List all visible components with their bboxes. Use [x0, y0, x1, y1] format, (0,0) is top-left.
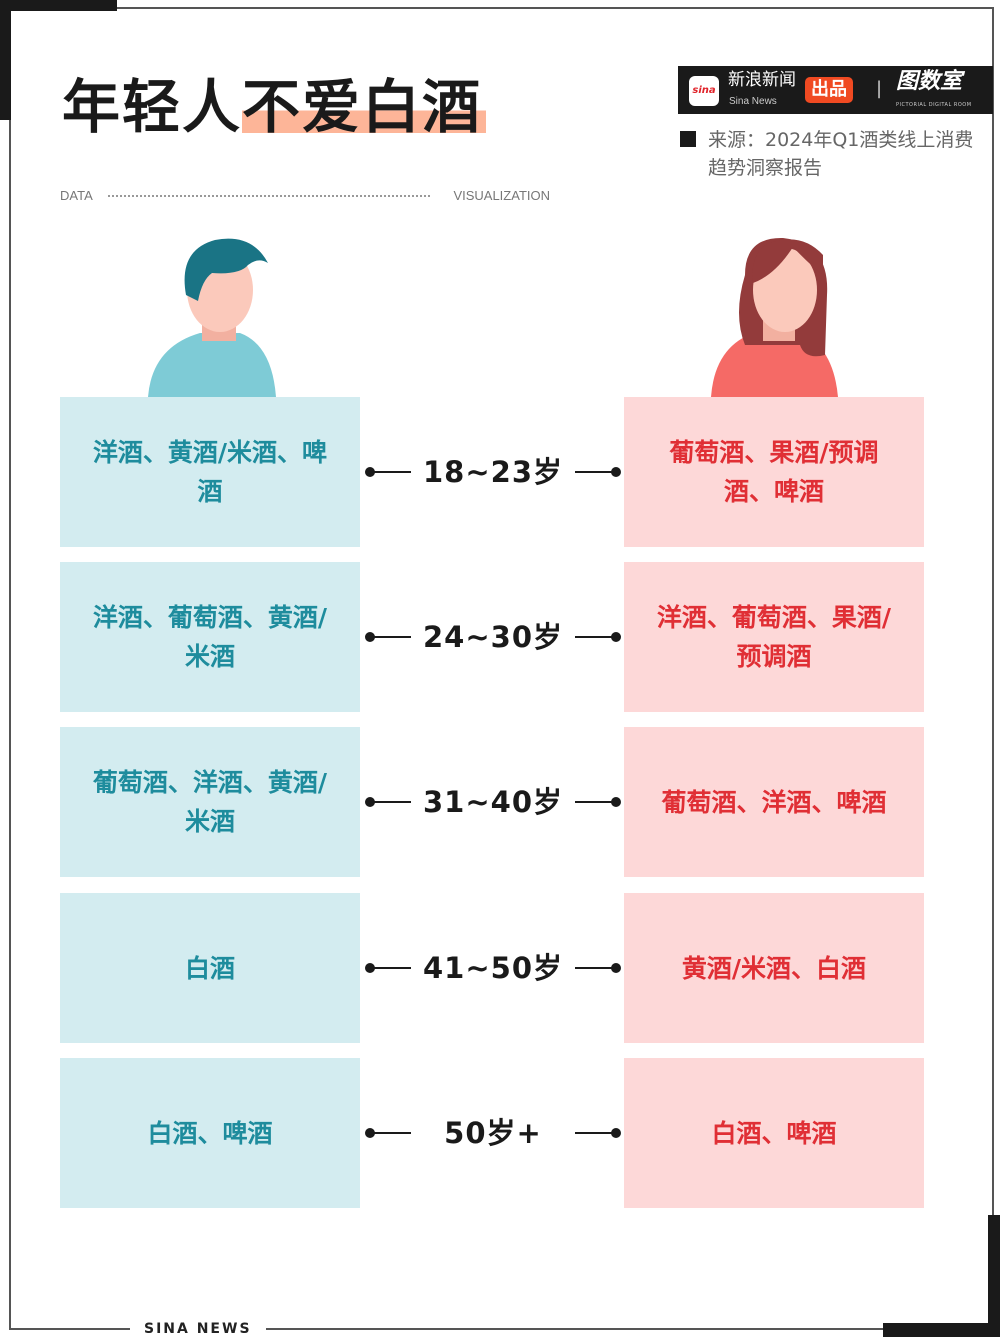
partner-logo: 图数室	[896, 69, 963, 94]
male-preference-text: 洋酒、黄酒/米酒、啤酒	[92, 438, 328, 506]
square-bullet-icon	[680, 131, 696, 147]
age-label: 50岁+	[444, 1116, 542, 1150]
female-preference-box: 黄酒/米酒、白酒	[624, 893, 924, 1043]
partner-logo-sub: PICTORIAL DIGITAL ROOM	[896, 102, 972, 108]
title-part1: 年轻人	[62, 73, 243, 141]
subtitle-left: DATA	[60, 188, 93, 203]
male-preference-box: 白酒、啤酒	[60, 1058, 360, 1208]
female-preference-text: 黄酒/米酒、白酒	[681, 953, 867, 983]
corner-decoration	[0, 0, 11, 120]
female-preference-text: 葡萄酒、果酒/预调酒、啤酒	[669, 438, 879, 506]
female-preference-box: 白酒、啤酒	[624, 1058, 924, 1208]
corner-decoration	[0, 0, 117, 11]
male-preference-box: 白酒	[60, 893, 360, 1043]
subtitle-row: DATA VISUALIZATION	[60, 187, 550, 205]
male-avatar-icon	[148, 238, 276, 397]
connector-line	[369, 636, 411, 638]
female-preference-text: 洋酒、葡萄酒、果酒/预调酒	[656, 603, 892, 671]
connector-line	[575, 636, 617, 638]
title-highlight: 不爱白酒	[242, 73, 487, 141]
connector-line	[369, 801, 411, 803]
connector-line	[369, 967, 411, 969]
male-preference-box: 洋酒、黄酒/米酒、啤酒	[60, 397, 360, 547]
female-preference-text: 白酒、啤酒	[711, 1118, 837, 1148]
connector-dot	[611, 797, 621, 807]
page-title: 年轻人不爱白酒	[62, 72, 487, 142]
age-connector: 24~30岁	[365, 620, 621, 654]
connector-dot	[611, 1128, 621, 1138]
corner-decoration	[883, 1323, 1000, 1337]
connector-line	[369, 1132, 411, 1134]
brand-name: 新浪新闻	[728, 70, 796, 90]
brand-separator: |	[876, 78, 883, 99]
brand-badge: 出品	[805, 77, 853, 103]
brand-name-en: Sina News	[729, 96, 777, 107]
sina-logo-icon: sina	[689, 76, 719, 106]
connector-line	[575, 801, 617, 803]
female-preference-text: 葡萄酒、洋酒、啤酒	[661, 787, 887, 817]
connector-line	[575, 967, 617, 969]
male-preference-box: 洋酒、葡萄酒、黄酒/米酒	[60, 562, 360, 712]
male-preference-box: 葡萄酒、洋酒、黄酒/米酒	[60, 727, 360, 877]
female-preference-box: 葡萄酒、果酒/预调酒、啤酒	[624, 397, 924, 547]
subtitle-right: VISUALIZATION	[453, 188, 550, 203]
connector-line	[369, 471, 411, 473]
dotted-divider	[108, 195, 430, 197]
age-label: 18~23岁	[422, 455, 563, 489]
age-label: 31~40岁	[422, 785, 563, 819]
age-label: 41~50岁	[422, 951, 563, 985]
connector-dot	[611, 467, 621, 477]
age-connector: 18~23岁	[365, 455, 621, 489]
footer-label: SINA NEWS	[130, 1320, 266, 1338]
connector-line	[575, 471, 617, 473]
age-connector: 31~40岁	[365, 785, 621, 819]
age-label: 24~30岁	[422, 620, 563, 654]
female-preference-box: 葡萄酒、洋酒、啤酒	[624, 727, 924, 877]
male-preference-text: 白酒、啤酒	[147, 1118, 273, 1148]
age-connector: 50岁+	[365, 1116, 621, 1150]
female-preference-box: 洋酒、葡萄酒、果酒/预调酒	[624, 562, 924, 712]
connector-dot	[611, 632, 621, 642]
female-avatar-icon	[711, 237, 838, 397]
connector-line	[575, 1132, 617, 1134]
age-connector: 41~50岁	[365, 951, 621, 985]
male-preference-text: 白酒	[184, 953, 235, 983]
male-preference-text: 洋酒、葡萄酒、黄酒/米酒	[92, 603, 328, 671]
source-text: 来源：2024年Q1酒类线上消费趋势洞察报告	[708, 129, 974, 179]
source-note: 来源：2024年Q1酒类线上消费趋势洞察报告	[680, 126, 980, 182]
corner-decoration	[988, 1215, 1000, 1337]
male-preference-text: 葡萄酒、洋酒、黄酒/米酒	[92, 768, 328, 836]
brand-bar: sina 新浪新闻 Sina News 出品 | 图数室 PICTORIAL D…	[678, 66, 993, 114]
connector-dot	[611, 963, 621, 973]
page-frame	[9, 7, 994, 1330]
